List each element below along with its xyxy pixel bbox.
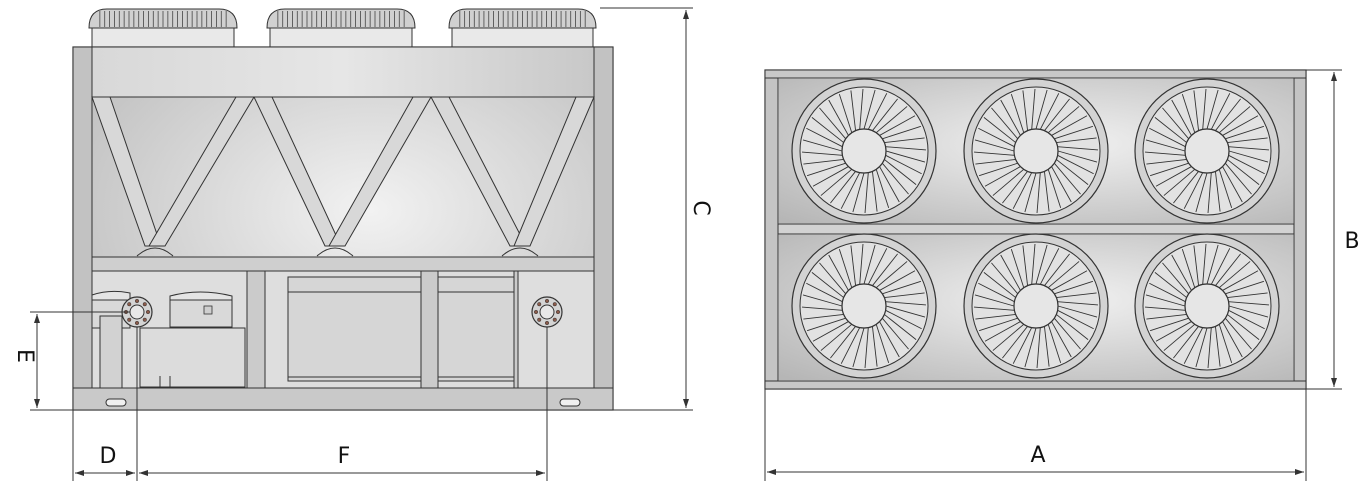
electrical-box	[287, 276, 515, 382]
water-outlet-flange	[531, 296, 563, 328]
left-post	[72, 46, 93, 411]
dim-label-e: E	[12, 349, 37, 363]
front-view	[72, 8, 614, 411]
fan-3	[1134, 78, 1280, 224]
fan-guard-top-2	[266, 8, 416, 48]
compressor-2	[169, 291, 233, 328]
v-coil-1	[91, 96, 255, 257]
fan-1	[791, 78, 937, 224]
fan-6	[1134, 233, 1280, 379]
right-post	[593, 46, 614, 411]
center-divider	[777, 223, 1295, 235]
vertical-post-2	[420, 270, 439, 389]
top-fans	[791, 78, 1280, 379]
dim-label-a: A	[1030, 443, 1045, 468]
dim-label-d: D	[100, 444, 117, 469]
v-coil-2	[253, 96, 432, 257]
v-coils	[91, 96, 595, 257]
v-coil-3	[430, 96, 595, 257]
fan-4	[791, 233, 937, 379]
dim-label-b: B	[1344, 229, 1359, 254]
fan-2	[963, 78, 1109, 224]
mid-rail	[91, 256, 595, 272]
receiver-tank	[139, 327, 246, 388]
vertical-post-1	[246, 270, 266, 389]
fan-guard-top-1	[88, 8, 238, 48]
lifting-slot-right	[559, 398, 581, 407]
fan-tops	[88, 8, 597, 48]
top-view	[764, 69, 1307, 390]
base-rail	[72, 387, 614, 411]
fan-guard-top-3	[448, 8, 597, 48]
fan-5	[963, 233, 1109, 379]
lifting-slot-left	[105, 398, 127, 407]
dim-label-f: F	[338, 444, 351, 469]
top-band	[91, 46, 595, 98]
top-dimensions	[764, 69, 1342, 481]
front-dimensions	[30, 7, 693, 481]
vertical-post-3	[513, 270, 519, 389]
dim-label-c: C	[688, 200, 713, 215]
